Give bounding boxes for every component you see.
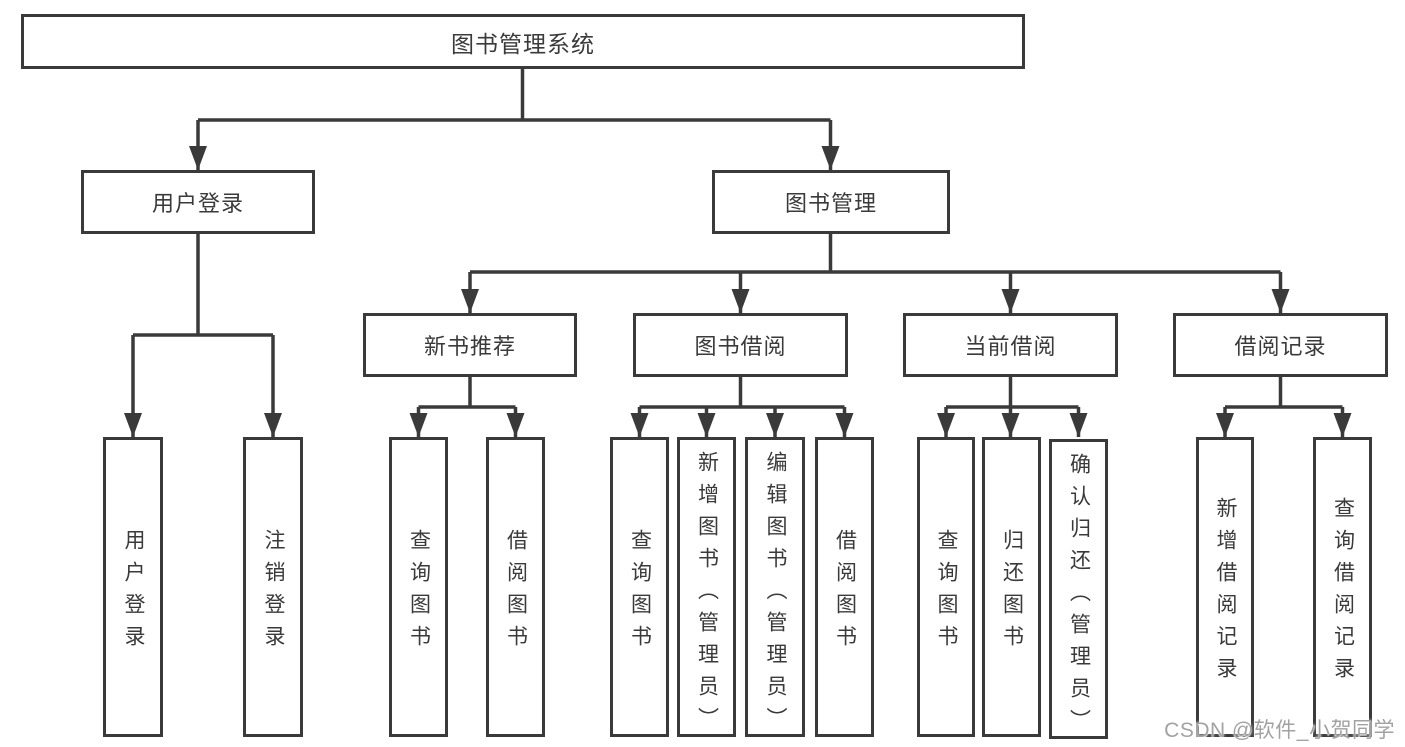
- node-borrow-records: 借阅记录: [1173, 313, 1388, 377]
- leaf-rec-query-books: 查询图书: [389, 437, 448, 737]
- node-current-borrow: 当前借阅: [903, 313, 1118, 377]
- leaf-cb-return-books: 归还图书: [982, 437, 1041, 737]
- node-book-borrow: 图书借阅: [633, 313, 848, 377]
- leaf-cb-confirm-return-admin: 确认归还（管理员）: [1049, 439, 1108, 741]
- node-root: 图书管理系统: [21, 14, 1025, 69]
- leaf-bb-query-books: 查询图书: [610, 437, 669, 737]
- connector-borrow-records-children: [1216, 377, 1352, 437]
- leaf-br-add-record: 新增借阅记录: [1196, 437, 1254, 737]
- connector-root-to-level2: [189, 69, 840, 170]
- connector-book-management-children: [461, 234, 1290, 313]
- node-user-login: 用户登录: [81, 170, 315, 234]
- leaf-logout: 注销登录: [243, 437, 303, 737]
- connector-book-borrow-children: [630, 377, 854, 437]
- leaf-bb-edit-books-admin: 编辑图书（管理员）: [745, 437, 805, 739]
- node-book-management: 图书管理: [712, 170, 950, 234]
- leaf-bb-borrow-books: 借阅图书: [815, 437, 874, 737]
- connector-user-login-children: [124, 234, 282, 437]
- leaf-br-query-record: 查询借阅记录: [1313, 437, 1372, 737]
- watermark: CSDN @软件_小贺同学: [1164, 719, 1395, 742]
- node-new-book-recommend: 新书推荐: [363, 313, 577, 377]
- leaf-bb-add-books-admin: 新增图书（管理员）: [677, 437, 736, 739]
- leaf-cb-query-books: 查询图书: [917, 437, 975, 737]
- leaf-rec-borrow-books: 借阅图书: [486, 437, 545, 737]
- leaf-user-login: 用户登录: [103, 437, 163, 737]
- connector-current-borrow-children: [937, 377, 1088, 437]
- connector-new-book-recommend-children: [409, 377, 525, 437]
